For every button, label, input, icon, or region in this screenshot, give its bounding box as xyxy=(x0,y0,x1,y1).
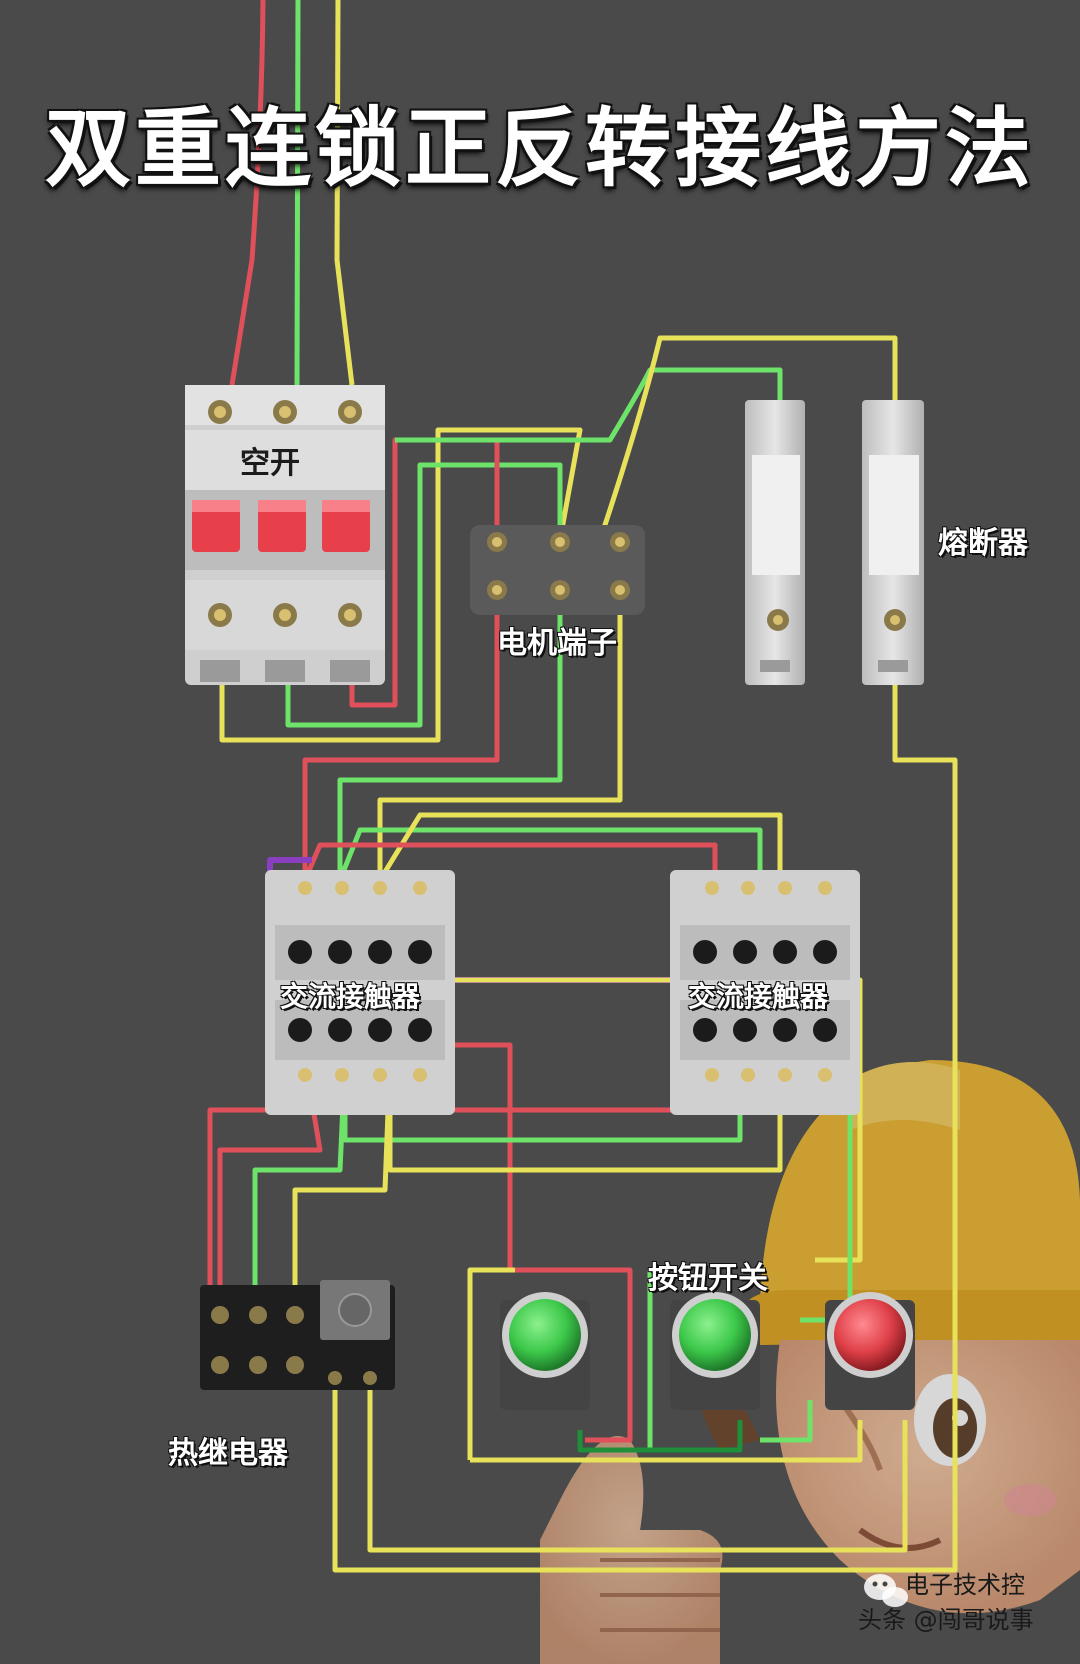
contactor-right-label: 交流接触器 xyxy=(688,980,829,1013)
breaker-handle xyxy=(322,500,370,552)
contactor-left-label: 交流接触器 xyxy=(280,980,421,1013)
start-button-reverse xyxy=(670,1292,760,1410)
motor-terminal-block xyxy=(470,525,645,615)
contactor-left xyxy=(265,870,455,1115)
button-switch-label: 按钮开关 xyxy=(648,1261,768,1296)
breaker-label: 空开 xyxy=(240,446,300,481)
fuse-right xyxy=(862,400,924,685)
wechat-icon xyxy=(864,1574,908,1607)
page-title: 双重连锁正反转接线方法 xyxy=(45,99,1035,199)
fuse-left xyxy=(745,400,805,685)
breaker-handle xyxy=(192,500,240,552)
fuse-label: 熔断器 xyxy=(938,526,1028,561)
breaker-handle xyxy=(258,500,306,552)
watermark-line2: 头条 @闯哥说事 xyxy=(858,1606,1034,1634)
thermal-relay xyxy=(200,1280,395,1390)
watermark-line1: 电子技术控 xyxy=(905,1571,1025,1599)
motor-terminal-label: 电机端子 xyxy=(497,626,617,661)
circuit-breaker xyxy=(185,385,385,685)
thermal-relay-label: 热继电器 xyxy=(168,1436,288,1471)
start-button-forward xyxy=(500,1292,590,1410)
contactor-right xyxy=(670,870,860,1115)
stop-button xyxy=(825,1292,915,1410)
